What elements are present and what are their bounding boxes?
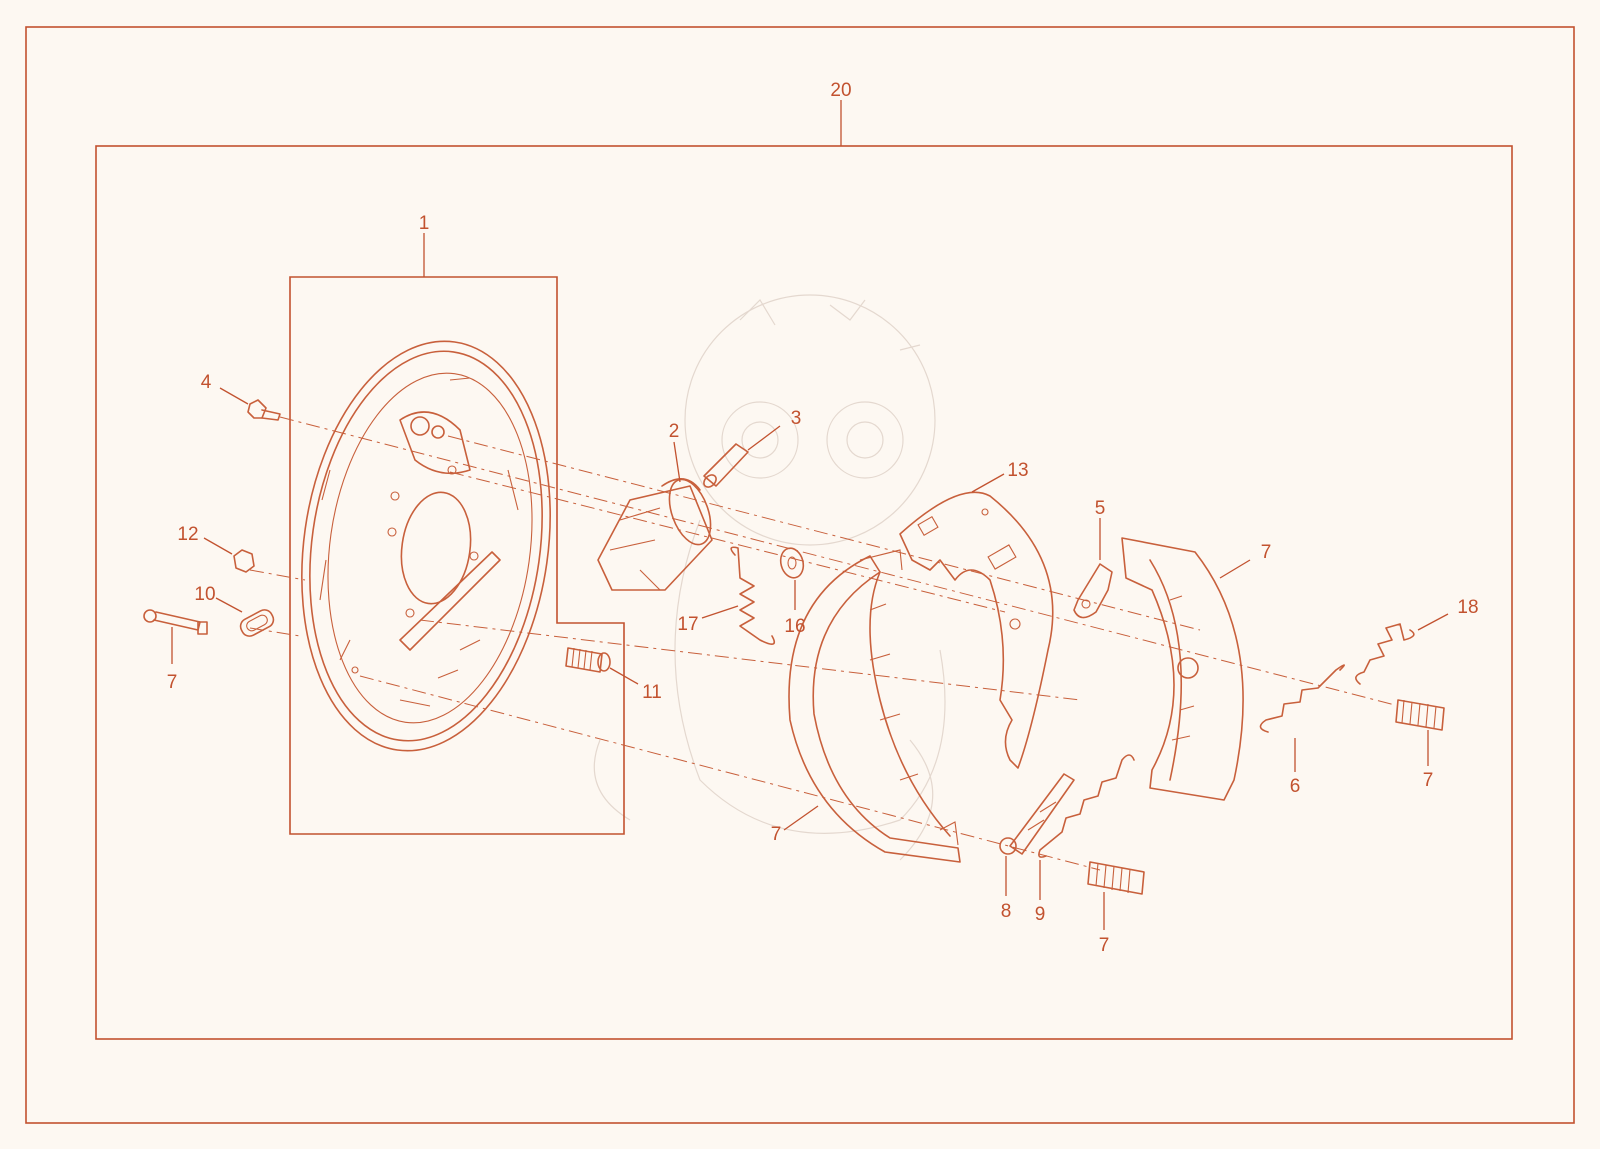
backing-plate — [301, 340, 551, 752]
spring-part-17 — [730, 546, 776, 645]
nut-part-12 — [233, 549, 255, 573]
leader-11 — [609, 667, 639, 685]
spring-part-18 — [1355, 623, 1415, 685]
callout-7-bottom: 7 — [1099, 935, 1110, 956]
callout-4: 4 — [201, 372, 212, 393]
callout-7-upper-right: 7 — [1261, 542, 1272, 563]
wheel-cylinder-part-2 — [597, 478, 713, 591]
plate-part-5 — [1073, 563, 1113, 619]
outer-frame — [25, 26, 1575, 1124]
callout-7-left: 7 — [167, 672, 178, 693]
callout-2: 2 — [669, 421, 680, 442]
leader-18 — [1417, 613, 1449, 631]
brake-shoe-left — [788, 549, 961, 863]
assembly-label: 20 — [830, 80, 851, 101]
callout-1: 1 — [419, 213, 430, 234]
spring-part-6 — [1259, 664, 1345, 733]
spring-part-7-right — [1395, 699, 1445, 731]
brake-shoe-right — [1121, 537, 1244, 801]
callout-13: 13 — [1007, 460, 1028, 481]
leader-4 — [219, 387, 249, 405]
shoe-web-part-13 — [899, 491, 1054, 769]
callout-7-right: 7 — [1423, 770, 1434, 791]
leader-2 — [673, 441, 681, 483]
spring-part-11 — [565, 647, 611, 673]
leader-7-upper-right — [1219, 559, 1251, 579]
adjuster-part-8 — [999, 773, 1075, 855]
callout-3: 3 — [791, 408, 802, 429]
callout-labels: 1 2 3 4 5 6 7 7 7 7 7 8 9 10 11 12 13 16… — [167, 213, 1479, 956]
callout-17: 17 — [677, 614, 698, 635]
spring-part-7-bottom — [1087, 861, 1145, 895]
bolt-part-7-left — [143, 609, 208, 635]
leader-3 — [747, 425, 781, 451]
callout-7-lower: 7 — [771, 824, 782, 845]
callout-8: 8 — [1001, 901, 1012, 922]
callout-18: 18 — [1457, 597, 1478, 618]
watermark — [593, 294, 946, 861]
spring-part-9 — [1038, 754, 1135, 858]
callout-11: 11 — [642, 682, 662, 703]
pin-part-3 — [703, 443, 749, 488]
leader-7-lower — [783, 805, 819, 831]
assembly-axes — [249, 416, 1396, 871]
leader-10 — [215, 597, 243, 613]
assembly-frame — [95, 145, 1513, 1040]
leader-13 — [971, 473, 1005, 493]
adjuster-part-10 — [239, 609, 275, 637]
leader-12 — [203, 537, 233, 555]
callout-12: 12 — [177, 524, 198, 545]
washer-part-16 — [779, 547, 805, 579]
backing-plate-group-frame — [289, 276, 625, 835]
callout-9: 9 — [1035, 904, 1046, 925]
callout-6: 6 — [1290, 776, 1301, 797]
leader-17 — [701, 605, 739, 619]
callout-5: 5 — [1095, 498, 1106, 519]
callout-16: 16 — [784, 616, 805, 637]
bolt-part-4 — [247, 399, 281, 421]
callout-10: 10 — [194, 584, 215, 605]
